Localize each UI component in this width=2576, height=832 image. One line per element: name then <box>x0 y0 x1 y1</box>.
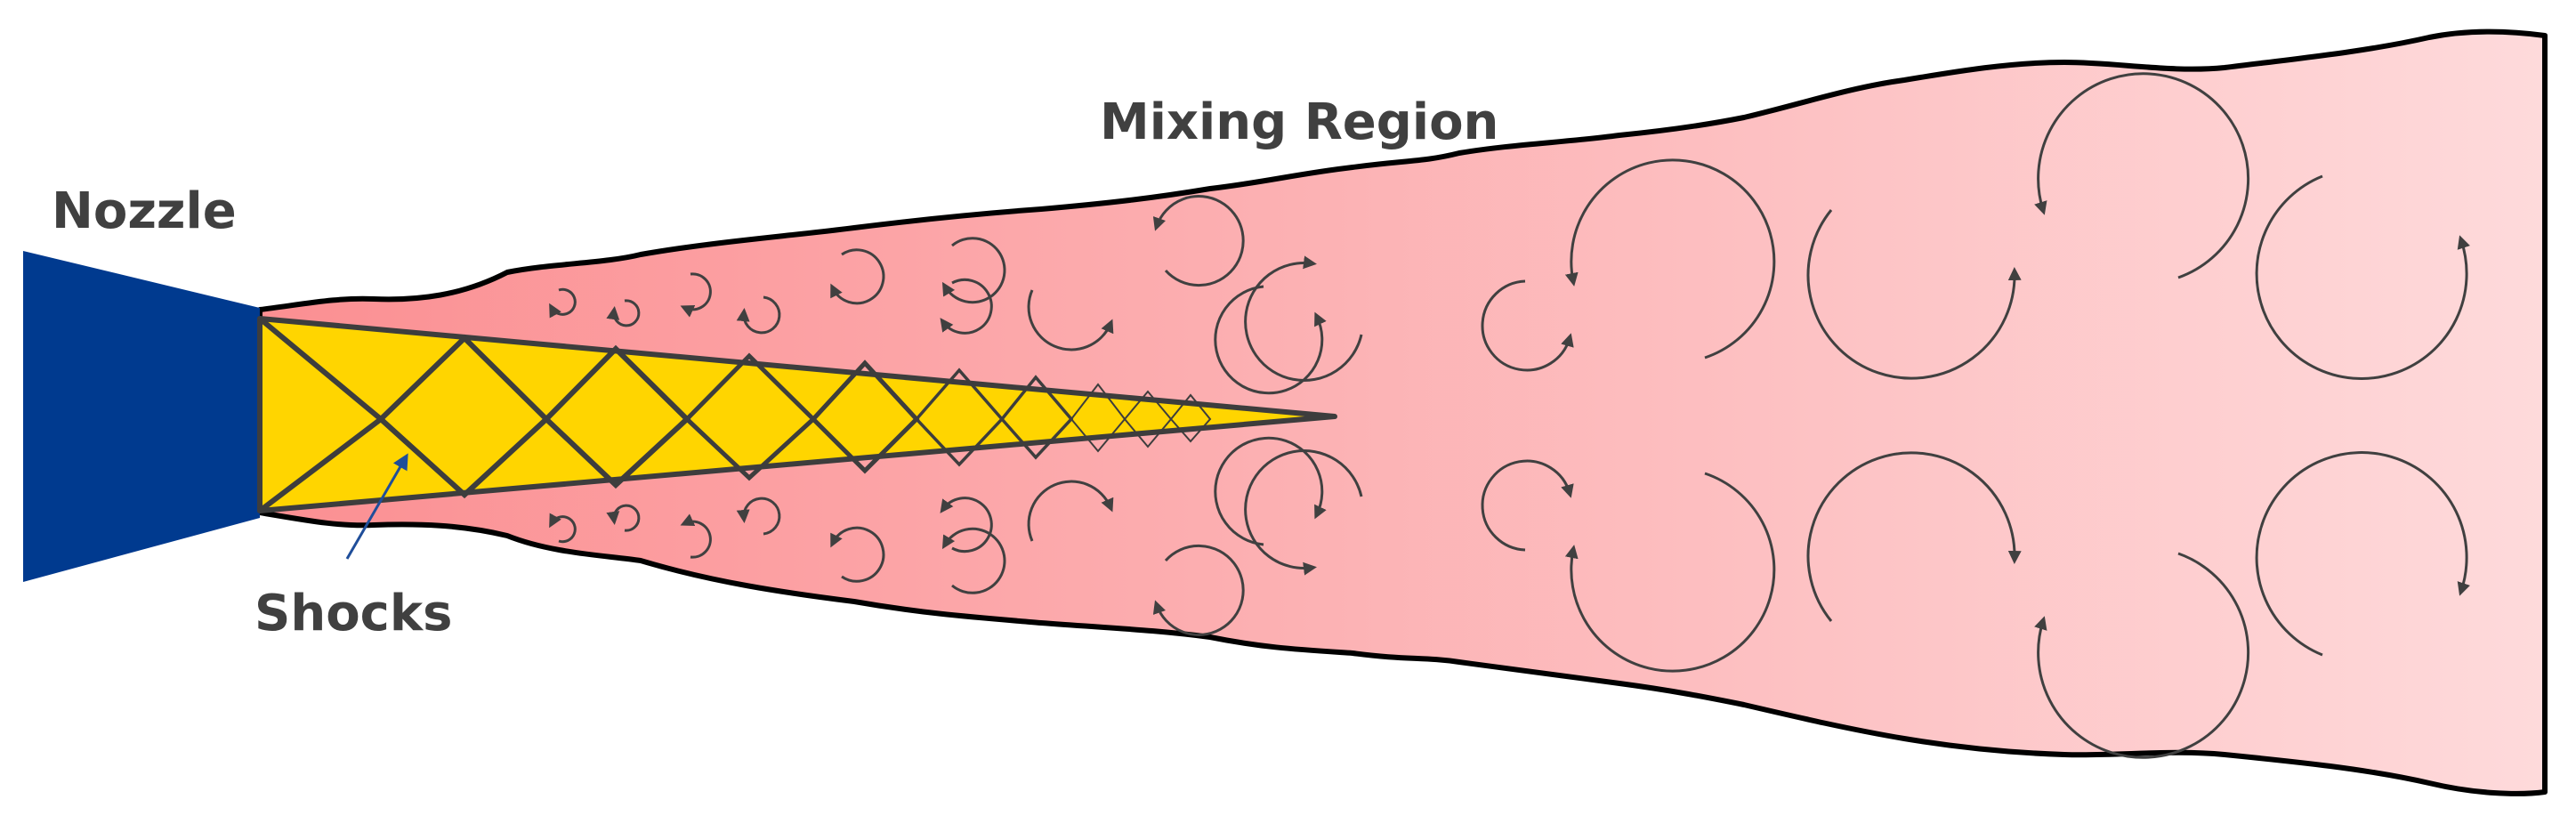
vortex-arrow-icon <box>736 497 781 536</box>
leader-arrow-icon <box>345 453 408 560</box>
vortex-arrow-icon <box>940 497 993 553</box>
vortex-arrow-icon <box>606 299 641 327</box>
vortex-arrow-icon <box>1027 480 1114 542</box>
vortex-arrow-icon <box>549 287 577 319</box>
vortex-arrow-icon <box>1564 472 1776 673</box>
vortex-arrow-icon <box>1214 436 1327 546</box>
nozzle-label: Nozzle <box>52 182 237 240</box>
plume-mixing-region <box>257 28 2548 796</box>
vortex-arrow-icon <box>941 527 1006 594</box>
shock-diamonds <box>258 316 1212 513</box>
vortex-arrow-icon <box>1152 544 1245 636</box>
vortex-arrow-icon <box>549 513 577 544</box>
vortex-arrow-icon <box>941 237 1006 304</box>
vortex-arrow-icon <box>1564 158 1776 359</box>
vortex-arrow-icon <box>1806 209 2022 380</box>
vortex-arrow-icon <box>2255 451 2470 657</box>
vortex-arrow-icon <box>1806 451 2022 622</box>
shocks-label: Shocks <box>254 585 453 642</box>
vortex-arrow-icon <box>606 504 641 532</box>
vortex-arrow-icon <box>1244 449 1363 576</box>
vortex-arrow-icon <box>1481 279 1574 372</box>
vortex-arrow-icon <box>680 272 712 318</box>
vortex-arrow-icon <box>830 526 885 583</box>
vortex-arrow-icon <box>1214 285 1327 395</box>
vortex-arrow-icon <box>1027 289 1114 351</box>
vortex-arrow-icon <box>940 278 993 335</box>
nozzle-body <box>23 251 260 582</box>
vortex-arrow-icon <box>680 513 712 559</box>
vortex-arrow-icon <box>2034 72 2250 279</box>
shock-lines-4 <box>1070 383 1212 453</box>
vortex-arrow-icon <box>2255 174 2470 380</box>
vortex-arrow-icon <box>736 295 781 335</box>
vortex-arrow-icon <box>2034 552 2250 759</box>
vortex-arrow-icon <box>1244 255 1363 382</box>
vortex-arrow-icon <box>1152 195 1245 287</box>
shock-core <box>257 316 1337 513</box>
vortex-arrow-icon <box>830 248 885 305</box>
vortex-group <box>549 72 2470 759</box>
vortex-arrow-icon <box>1481 459 1574 552</box>
mixing-region-label: Mixing Region <box>1100 93 1499 151</box>
